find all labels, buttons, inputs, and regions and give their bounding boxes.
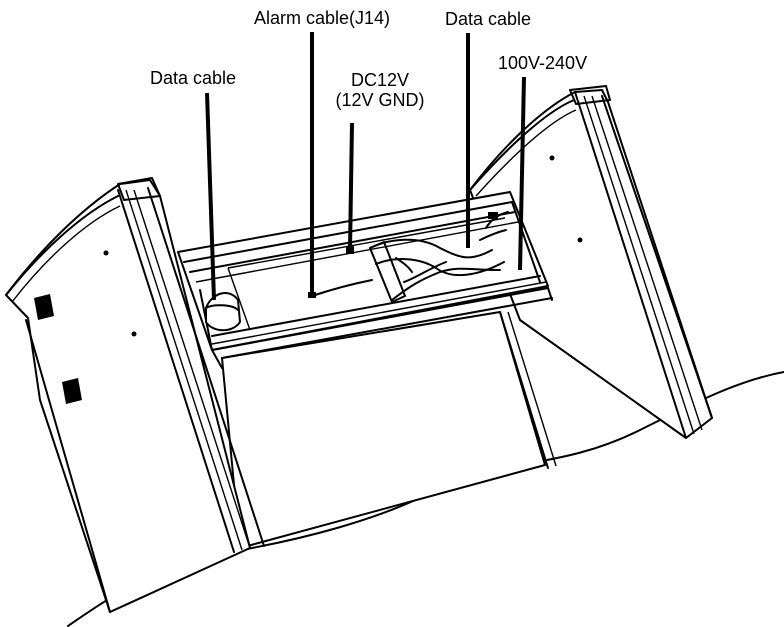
back-panel-edge [499, 311, 549, 469]
back-panel-edge-2 [507, 311, 557, 467]
label-dc-line1: DC12V [350, 70, 410, 90]
cable-tray [177, 191, 553, 369]
label-ac-input: 100V-240V [498, 53, 588, 73]
leader-dc12v [348, 122, 354, 251]
label-dc-power: DC12V (12V GND) [328, 70, 432, 110]
left-connector [205, 292, 241, 332]
label-alarm-cable: Alarm cable(J14) [254, 8, 391, 28]
leader-data-cable-left [205, 92, 216, 301]
label-data-cable-left: Data cable [150, 68, 237, 88]
leader-ac-input [518, 76, 526, 271]
label-data-cable-right: Data cable [445, 9, 532, 29]
left-pillar [5, 177, 265, 613]
label-dc-line2: (12V GND) [335, 90, 425, 110]
